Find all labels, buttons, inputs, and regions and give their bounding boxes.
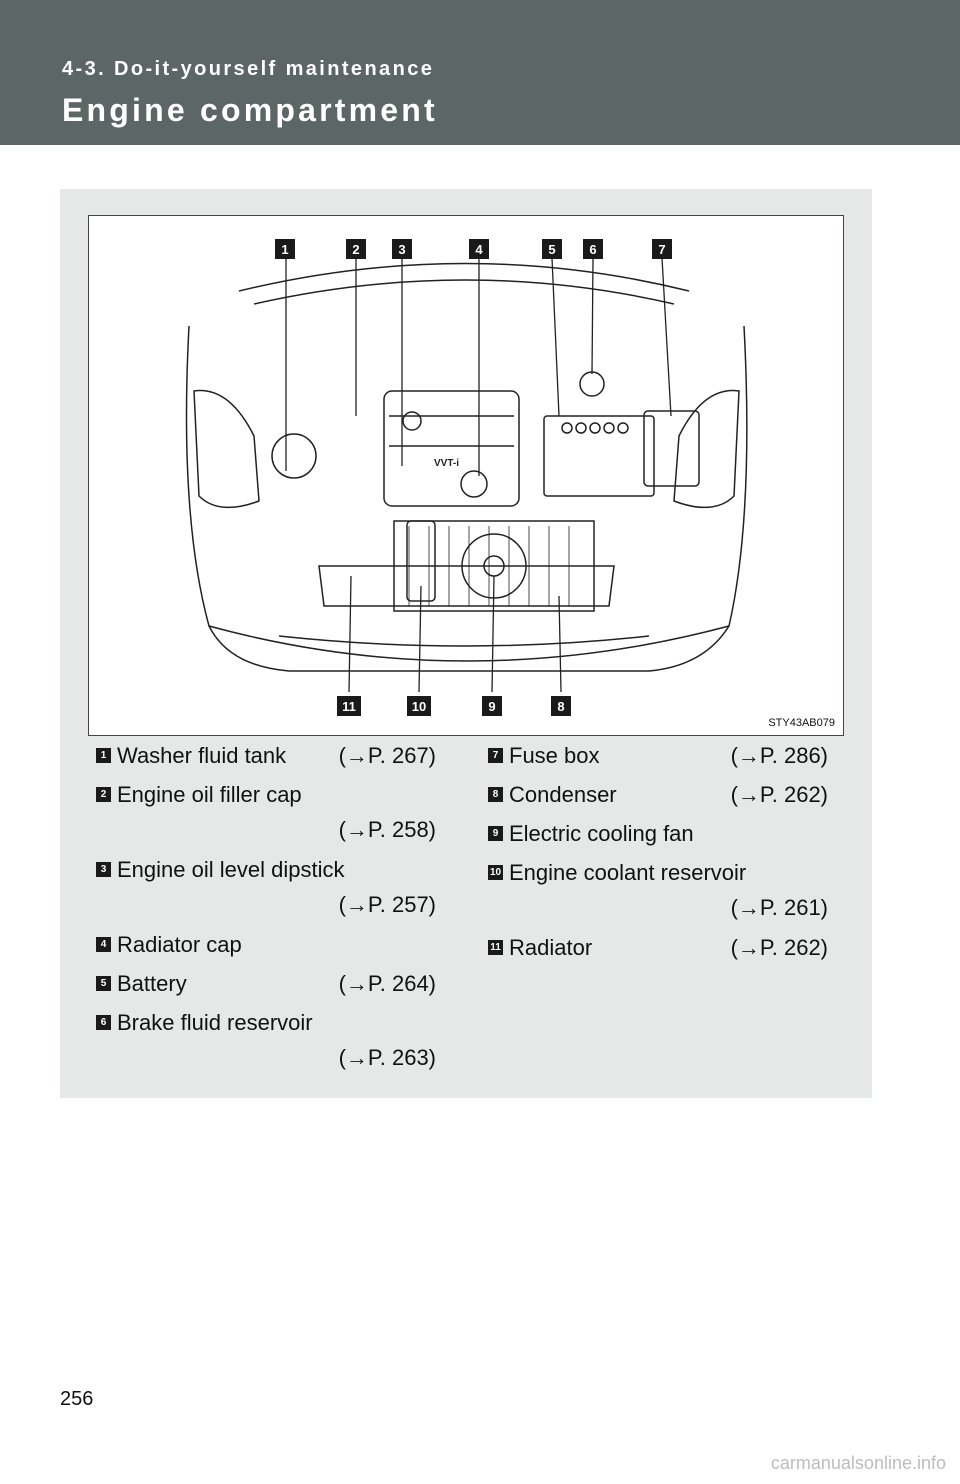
legend-item-7: 7 Fuse box (→P. 286): [488, 742, 828, 770]
page-ref: (→P. 261): [730, 895, 828, 920]
callout-10-label: 10: [412, 699, 426, 714]
callout-4: [469, 239, 489, 259]
legend-badge-1: 1: [96, 748, 111, 763]
callout-1: [275, 239, 295, 259]
legend-badge-3: 3: [96, 862, 111, 877]
callout-5: [542, 239, 562, 259]
callout-8-label: 8: [557, 699, 564, 714]
callout-9: [482, 696, 502, 716]
legend-badge-8: 8: [488, 787, 503, 802]
callout-5-label: 5: [548, 242, 555, 257]
page-ref: (→P. 262): [730, 782, 828, 807]
page-ref: (→P. 263): [338, 1045, 436, 1070]
page-ref: (→P. 262): [730, 935, 828, 960]
bottom-callouts: 11 10 9 8: [337, 696, 571, 716]
legend-item-4: 4 Radiator cap: [96, 931, 436, 959]
legend-item-3: 3 Engine oil level dipstick (→P. 257): [96, 856, 436, 920]
callout-11-label: 11: [342, 699, 356, 714]
legend-item-1: 1 Washer fluid tank (→P. 267): [96, 742, 436, 770]
legend-label: Condenser: [509, 782, 617, 807]
legend-label: Engine oil filler cap: [117, 782, 302, 807]
legend-label: Brake fluid reservoir: [117, 1010, 313, 1035]
legend-label: Electric cooling fan: [509, 821, 694, 846]
watermark: carmanualsonline.info: [770, 1453, 946, 1473]
page-ref: (→P. 257): [338, 892, 436, 917]
callout-11: [337, 696, 361, 716]
callout-4-label: 4: [475, 242, 483, 257]
legend-item-10: 10 Engine coolant reservoir (→P. 261): [488, 859, 828, 923]
callout-10: [407, 696, 431, 716]
page-number: 256: [60, 1388, 94, 1410]
callout-6-label: 6: [589, 242, 596, 257]
callout-2: [346, 239, 366, 259]
legend-badge-7: 7: [488, 748, 503, 763]
page-ref: (→P. 267): [338, 743, 436, 768]
page-ref: (→P. 258): [338, 817, 436, 842]
callout-9-label: 9: [488, 699, 495, 714]
legend-left-column: 1 Washer fluid tank (→P. 267) 2 Engine o…: [96, 742, 436, 1084]
top-callouts: 1 2 3 4 5 6 7: [275, 239, 672, 259]
callout-1-label: 1: [281, 242, 288, 257]
legend-item-11: 11 Radiator (→P. 262): [488, 934, 828, 962]
page-ref: (→P. 286): [730, 743, 828, 768]
legend-badge-9: 9: [488, 826, 503, 841]
legend-item-8: 8 Condenser (→P. 262): [488, 781, 828, 809]
legend-item-6: 6 Brake fluid reservoir (→P. 263): [96, 1009, 436, 1073]
legend-badge-6: 6: [96, 1015, 111, 1030]
legend-label: Radiator: [509, 935, 593, 960]
legend-badge-4: 4: [96, 937, 111, 952]
legend-item-9: 9 Electric cooling fan: [488, 820, 828, 848]
legend-label: Battery: [117, 971, 187, 996]
legend-item-5: 5 Battery (→P. 264): [96, 970, 436, 998]
callout-2-label: 2: [352, 242, 359, 257]
legend-right-column: 7 Fuse box (→P. 286) 8 Condenser (→P. 26…: [488, 742, 828, 973]
callout-7-label: 7: [658, 242, 665, 257]
legend-badge-10: 10: [488, 865, 503, 880]
engine-badge: VVT-i: [434, 458, 459, 469]
legend-badge-5: 5: [96, 976, 111, 991]
page-ref: (→P. 264): [338, 971, 436, 996]
callout-3: [392, 239, 412, 259]
legend-label: Fuse box: [509, 743, 600, 768]
legend-label: Engine coolant reservoir: [509, 860, 747, 885]
figure-code: STY43AB079: [768, 717, 835, 729]
legend-label: Washer fluid tank: [117, 743, 287, 768]
legend-badge-2: 2: [96, 787, 111, 802]
page-header: 4-3. Do-it-yourself maintenance Engine c…: [0, 0, 960, 145]
legend-label: Radiator cap: [117, 932, 242, 957]
legend-label: Engine oil level dipstick: [117, 857, 345, 882]
callout-7: [652, 239, 672, 259]
engine-compartment-illustration: 1 2 3 4 5 6 7 11 10 9 8 VVT-i STY43AB079: [88, 215, 844, 736]
callout-3-label: 3: [398, 242, 405, 257]
legend-item-2: 2 Engine oil filler cap (→P. 258): [96, 781, 436, 845]
callout-8: [551, 696, 571, 716]
section-title: 4-3. Do-it-yourself maintenance: [62, 58, 435, 80]
callout-6: [583, 239, 603, 259]
legend-badge-11: 11: [488, 940, 503, 955]
page-title: Engine compartment: [62, 92, 438, 128]
